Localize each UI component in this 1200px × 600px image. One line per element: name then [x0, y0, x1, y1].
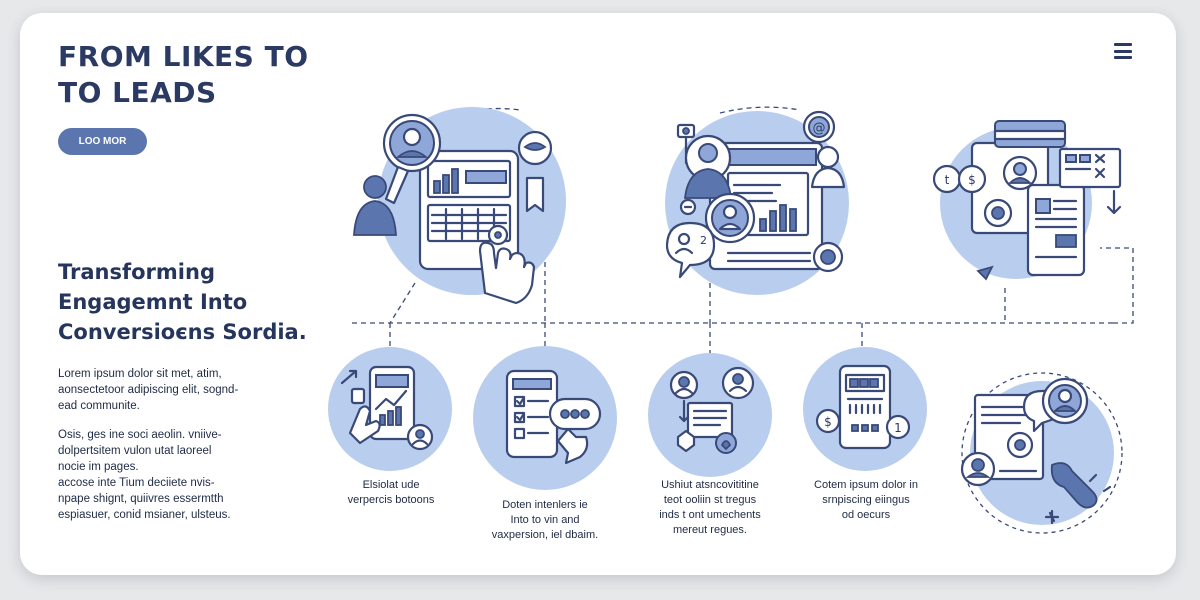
caption-line: Ushiut atsncovititine	[661, 479, 759, 491]
subtitle-line-3: Conversioєns Sordia.	[58, 320, 307, 344]
caption-line: od oecurs	[841, 509, 891, 521]
step-caption-3: Ushiut atsncovititine teot ooliin st tre…	[630, 478, 790, 538]
network-users-icon	[669, 366, 755, 454]
caption-line: teot ooliin st tregus	[663, 494, 757, 506]
caption-line: Into to vin and	[510, 514, 580, 526]
paragraph-line: espiasuer, conid msianer, ulsteus.	[58, 509, 231, 521]
documents-device-icon	[970, 120, 1086, 277]
analytics-tablet-group	[353, 107, 566, 305]
caption-line: Cotem ipsum dolor in	[814, 479, 918, 491]
caption-line: Elsiolat ude	[362, 479, 420, 491]
phone-chart-icon	[368, 365, 416, 441]
step-caption-1: Elsiolat ude verpercis botoons	[316, 478, 466, 508]
step-caption-2: Doten intenlers ie Into to vin and vaxpe…	[470, 498, 620, 543]
section-subtitle: Transforming Engagemnt Into Conversioєns…	[58, 257, 307, 347]
monitor-users-group: 2 @	[665, 110, 849, 295]
paragraph-line: ead communite.	[58, 400, 140, 412]
magnifier-user-icon	[382, 113, 442, 205]
subtitle-line-2: Engagemnt Into	[58, 290, 248, 314]
hero-title-line-1: FROM LIKES TO	[58, 40, 309, 73]
svg-text:t: t	[945, 173, 950, 187]
detail-paragraph: Osis, ges ine soci aeolin. vniive- dolpe…	[58, 427, 288, 523]
phone-chart-group	[328, 347, 452, 471]
chat-bubble-icon	[517, 130, 553, 213]
paragraph-line: dolpertsitem vulon utat laoreel	[58, 445, 212, 457]
caption-line: verpercis botoons	[347, 494, 435, 506]
hero-title-line-2: TO LEADS	[58, 76, 217, 109]
phone-checklist-group	[473, 346, 617, 490]
calculator-card-icon	[1058, 147, 1122, 189]
svg-text:@: @	[813, 121, 826, 136]
phone-calculator-group: $ 1	[803, 347, 927, 471]
intro-paragraph: Lorem ipsum dolor sit met, atim, aonsect…	[58, 366, 288, 414]
typing-chat-icon	[548, 397, 602, 465]
funnel-diagram: .o { fill:none; stroke:#3a4a78; stroke-w…	[328, 106, 1134, 534]
caption-line: srnpiscing eiingus	[822, 494, 910, 506]
paragraph-line: Osis, ges ine soci aeolin. vniive-	[58, 429, 222, 441]
user-icon	[353, 175, 397, 236]
hero-title: FROM LIKES TO TO LEADS	[58, 39, 309, 111]
caption-line: mereut regues.	[673, 524, 747, 536]
network-users-group	[648, 353, 772, 477]
phone-calculator-icon	[838, 364, 892, 450]
svg-text:$: $	[824, 415, 832, 429]
currency-chat-icon: t $	[932, 164, 987, 194]
documents-devices-group: t $	[932, 120, 1122, 281]
paragraph-line: aonsectetoor adipiscing elit, sognd-	[58, 384, 239, 396]
paragraph-line: Lorem ipsum dolor sit met, atim,	[58, 368, 222, 380]
subtitle-line-1: Transforming	[58, 260, 215, 284]
paragraph-line: nocie im pages.	[58, 461, 139, 473]
infographic-card: FROM LIKES TO TO LEADS LOO MOR Transform…	[20, 13, 1176, 575]
step-caption-4: Cotem ipsum dolor in srnpiscing eiingus …	[790, 478, 942, 523]
svg-text:1: 1	[894, 421, 902, 435]
hamburger-menu-icon[interactable]	[1110, 39, 1136, 63]
svg-text:$: $	[968, 173, 976, 187]
caption-line: Doten intenlers ie	[502, 499, 588, 511]
at-sign-icon: @	[802, 110, 836, 144]
user-count-badge: 2	[665, 221, 716, 279]
pointing-hand-icon	[478, 241, 536, 305]
share-icon	[812, 241, 844, 273]
paragraph-line: npape shignt, quiivres essermtth	[58, 493, 224, 505]
caption-line: inds t ont umechents	[659, 509, 761, 521]
user-count-number: 2	[700, 234, 707, 247]
group-users-icon	[683, 134, 846, 244]
learn-more-button[interactable]: LOO MOR	[58, 128, 147, 155]
caption-line: vaxpersion, iel dbaim.	[491, 529, 599, 541]
paragraph-line: accose inte Tium deciiete nvis-	[58, 477, 215, 489]
document-profile-group	[960, 372, 1123, 534]
